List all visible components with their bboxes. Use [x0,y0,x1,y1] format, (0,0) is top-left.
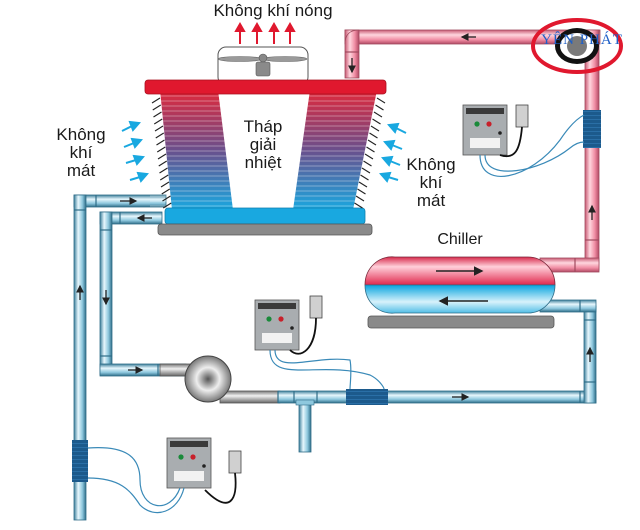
label-line: Không [406,155,456,174]
louver-hatch [161,188,171,195]
power-outlet-icon [228,450,242,474]
water-treatment-controller [462,104,529,156]
signal-wires [87,114,585,514]
louver-hatch [162,195,171,202]
water-treatment-controller [254,295,323,351]
louver-hatch [162,202,172,209]
cold-water-pipe [72,194,597,521]
logo-text: YÊN PHÁT [541,32,623,48]
louver-hatch [367,139,377,146]
louver-hatch [355,195,365,202]
label-line: mát [66,160,96,180]
louver-hatch [375,104,384,111]
arrow-icon [387,122,407,134]
cool-air-label-right: Không khí mát [396,156,466,210]
louver-hatch [370,125,380,132]
arrow-up-icon [234,21,246,44]
power-outlet-icon [515,104,529,128]
hot-air-arrows [234,21,296,44]
label-line: khí [69,142,93,162]
label-line: giải [249,134,277,154]
louver-hatch [357,188,366,195]
louver-hatch [372,118,381,125]
louver-hatch [358,181,368,188]
water-treatment-controller [166,437,242,489]
louver-hatch [159,167,168,174]
louver-hatch [360,174,369,181]
arrow-icon [381,155,401,167]
power-cords [204,126,523,504]
louver-hatch [157,153,167,160]
louver-hatch [153,111,162,118]
louver-hatch [159,174,169,181]
cool-air-arrows-left [121,120,149,183]
louver-hatch [364,153,374,160]
louver-hatch [363,160,372,167]
louver-hatch [153,118,163,125]
pipe-coil-wrap [346,389,388,405]
louver-hatch [376,97,386,104]
cool-air-arrows-right [379,122,407,183]
pipe-coil-wrap [72,440,88,482]
louver-hatch [151,97,161,104]
cooling-tower [144,46,390,236]
louver-hatch [158,160,168,167]
power-outlet-icon [309,295,323,319]
cooling-tower-label: Tháp giải nhiệt [228,118,298,172]
arrow-up-icon [284,21,296,44]
arrow-up-icon [251,21,263,44]
arrow-icon [129,171,149,183]
label-line: Tháp [243,117,283,136]
cool-air-label-left: Không khí mát [46,126,116,180]
hot-air-label: Không khí nóng [213,1,333,20]
louver-hatch [373,111,383,118]
pump [184,355,232,403]
label-line: nhiệt [244,152,282,172]
arrow-icon [125,154,145,166]
louver-hatch [156,139,165,146]
louver-hatch [366,146,375,153]
chiller [364,256,556,329]
arrow-icon [383,139,403,151]
arrow-icon [379,171,399,183]
louver-hatch [154,125,164,132]
louver-hatch [152,104,162,111]
label-line: khí [419,172,443,192]
arrow-icon [121,120,141,132]
louver-hatch [369,132,378,139]
louver-hatch [160,181,170,188]
yen-phat-logo [531,18,623,74]
fan-icon [217,53,308,77]
label-line: mát [416,190,446,210]
label-line: Không [56,125,106,144]
louver-hatch [361,167,371,174]
arrow-up-icon [268,21,280,44]
pipe-coil-wrap [583,110,601,148]
louver-hatch [155,132,165,139]
arrow-icon [123,137,143,149]
louver-hatch [156,146,166,153]
louver-hatch [354,202,363,209]
chiller-label: Chiller [437,231,483,248]
